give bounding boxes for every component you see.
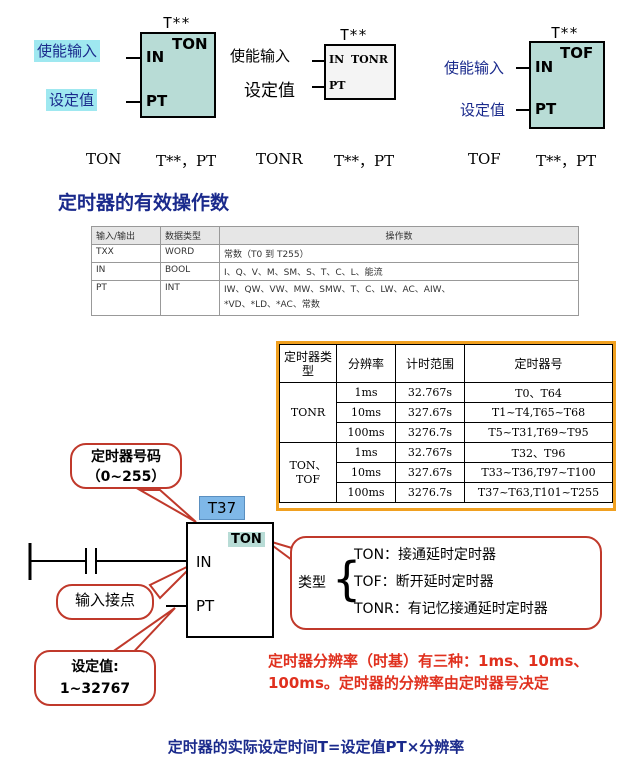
stl-ton: TON — [86, 150, 122, 168]
table-cell: IW、QW、VW、MW、SMW、T、C、LW、AC、AIW、 *VD、*LD、*… — [219, 280, 579, 316]
tof-name: TOF — [560, 44, 594, 62]
tof-pt-label: 设定值 — [460, 101, 506, 119]
ton-name: TON — [172, 35, 208, 53]
table-cell: 3276.7s — [395, 422, 465, 443]
tonr-name: TONR — [351, 53, 388, 66]
preset-bubble: 设定值: 1~32767 — [34, 650, 156, 706]
tonr-in-pin: IN — [329, 53, 345, 66]
tof-tstar: T** — [551, 24, 579, 42]
ton-in-label: 使能输入 — [34, 40, 101, 62]
tonr-block — [324, 44, 396, 100]
table-row: IN BOOL I、Q、V、M、SM、S、T、C、L、能流 — [91, 262, 579, 281]
table-cell: T1~T4,T65~T68 — [464, 402, 613, 423]
table-cell: TONR — [279, 382, 337, 443]
table-row: 10ms 327.67s T1~T4,T65~T68 — [280, 402, 613, 423]
timer-number-bubble: 定时器号码 （0~255） — [70, 443, 182, 489]
ton-block — [140, 32, 216, 118]
timer-col-resolution: 分辨率 — [336, 344, 396, 383]
ton-in-pin: IN — [146, 48, 165, 66]
ton-pt-label: 设定值 — [46, 89, 98, 111]
operand-col-type: 数据类型 — [160, 226, 220, 245]
tof-in-label: 使能输入 — [444, 59, 505, 77]
table-row: TXX WORD 常数（T0 到 T255） — [91, 244, 579, 263]
resolution-note: 定时器分辨率（时基）有三种：1ms、10ms、100ms。定时器的分辨率由定时器… — [268, 652, 589, 692]
type-item-ton: TON：接通延时定时器 — [354, 547, 497, 563]
type-item-tof: TOF：断开延时定时器 — [354, 574, 494, 590]
table-cell: TON、TOF — [279, 442, 337, 503]
timer-table: 定时器类型 分辨率 计时范围 定时器号 TONR 1ms 32.767s T0、… — [279, 344, 613, 503]
timer-types-bubble: 类型 { TON：接通延时定时器 TOF：断开延时定时器 TONR：有记忆接通延… — [290, 536, 602, 630]
stl-tof-args: T**，PT — [536, 152, 597, 170]
table-row: PT INT IW、QW、VW、MW、SMW、T、C、LW、AC、AIW、 *V… — [91, 280, 579, 316]
tof-pt-pin: PT — [535, 100, 557, 118]
type-label: 类型 — [298, 575, 326, 591]
example-pt-pin: PT — [196, 597, 215, 615]
timer-col-type: 定时器类型 — [279, 344, 337, 383]
table-cell: 32.767s — [395, 442, 465, 463]
input-contact-bubble: 输入接点 — [56, 584, 154, 620]
tof-pt-wire — [516, 109, 529, 111]
stl-tonr-args: T**，PT — [334, 152, 395, 170]
tof-in-wire — [516, 67, 529, 69]
example-ton-name: TON — [228, 532, 265, 547]
tof-block — [529, 41, 605, 129]
stl-tof: TOF — [468, 150, 501, 168]
timer-col-number: 定时器号 — [464, 344, 613, 383]
table-cell: 10ms — [336, 402, 396, 423]
example-in-pin: IN — [196, 553, 212, 571]
tonr-pt-label: 设定值 — [244, 81, 295, 101]
operand-col-io: 输入/输出 — [91, 226, 161, 245]
table-cell: INT — [160, 280, 220, 316]
stl-tonr: TONR — [256, 150, 303, 168]
operand-table: 输入/输出 数据类型 操作数 TXX WORD 常数（T0 到 T255） IN… — [91, 226, 579, 316]
tof-in-pin: IN — [535, 58, 554, 76]
tonr-tstar: T** — [340, 26, 368, 44]
table-row: 10ms 327.67s T33~T36,T97~T100 — [280, 462, 613, 483]
table-row: TONR 1ms 32.767s T0、T64 — [279, 382, 613, 443]
operand-title: 定时器的有效操作数 — [58, 192, 230, 214]
ton-pt-pin: PT — [146, 92, 168, 110]
table-row: TON、TOF 1ms 32.767s T32、T96 — [279, 442, 613, 503]
brace-icon: { — [332, 552, 362, 606]
table-row: 100ms 3276.7s T5~T31,T69~T95 — [280, 422, 613, 443]
tonr-pt-pin: PT — [329, 79, 346, 92]
ton-in-wire — [126, 57, 140, 59]
t37-label: T37 — [199, 496, 245, 520]
ton-pt-wire — [126, 101, 140, 103]
timer-table-header: 定时器类型 分辨率 计时范围 定时器号 — [279, 344, 613, 383]
stl-ton-args: T**，PT — [156, 152, 217, 170]
timer-col-range: 计时范围 — [395, 344, 465, 383]
tonr-in-wire — [312, 60, 324, 62]
stl-row: TON T**，PT TONR T**，PT TOF T**，PT — [0, 150, 632, 170]
type-item-tonr: TONR：有记忆接通延时定时器 — [354, 601, 548, 617]
table-cell: 32.767s — [395, 382, 465, 403]
tonr-in-label: 使能输入 — [230, 47, 291, 65]
table-row: 100ms 3276.7s T37~T63,T101~T255 — [280, 482, 613, 503]
tonr-pt-wire — [312, 86, 324, 88]
ton-tstar: T** — [163, 14, 191, 32]
table-cell: T0、T64 — [464, 382, 613, 403]
formula: 定时器的实际设定时间T=设定值PT×分辨率 — [167, 738, 465, 756]
timer-table-frame: 定时器类型 分辨率 计时范围 定时器号 TONR 1ms 32.767s T0、… — [276, 341, 616, 511]
table-cell: T37~T63,T101~T255 — [464, 482, 613, 503]
table-cell: 3276.7s — [395, 482, 465, 503]
